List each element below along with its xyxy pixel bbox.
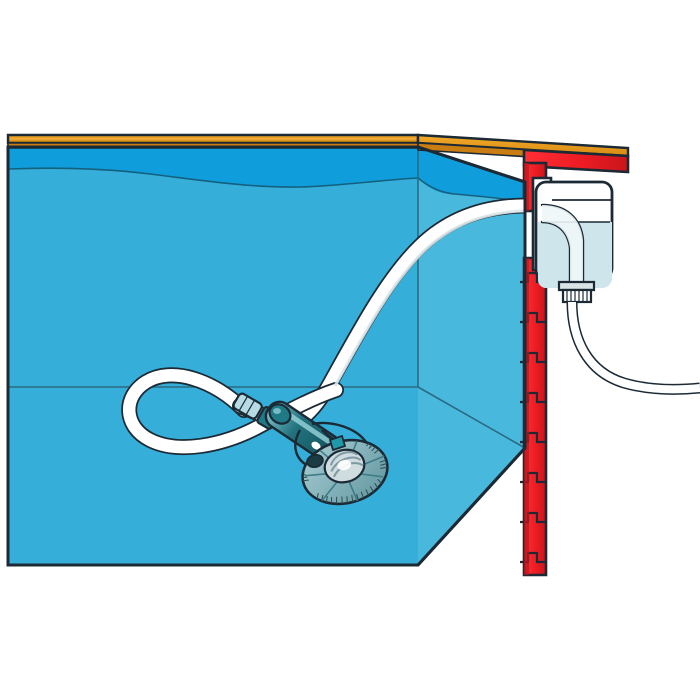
cleaner-head <box>295 434 391 508</box>
water-side-face <box>418 147 525 565</box>
cleaner-teal-tab <box>328 434 347 452</box>
end-wall-cap-top <box>522 148 630 174</box>
skimmer-housing <box>531 176 614 304</box>
pool-water-body <box>7 147 526 565</box>
water-upper-band-side <box>418 147 525 200</box>
water-upper-band-front <box>8 147 418 188</box>
cleaner-body <box>264 400 367 468</box>
hose-cuff-light <box>232 392 263 420</box>
suction-hose-shadow-1 <box>333 209 525 387</box>
waterline-wave-front <box>7 167 419 188</box>
cleaner-neck-pip <box>311 441 321 450</box>
pool-outline-overlay <box>6 145 527 567</box>
skimmer-outlet-cap <box>557 280 596 292</box>
cleaner-bail-wire-arc <box>311 421 367 443</box>
floor-line-perspective <box>417 386 526 449</box>
skimmer-threaded-collar <box>561 288 593 304</box>
cleaner-swivel-knob-highlight <box>273 408 281 414</box>
cleaner-foot-pad <box>306 453 324 469</box>
cleaner-hub <box>323 448 366 484</box>
skimmer-inner-elbow-fill <box>542 205 583 282</box>
skimmer-outlet-hose <box>566 301 700 395</box>
end-wall-cap <box>522 148 630 174</box>
